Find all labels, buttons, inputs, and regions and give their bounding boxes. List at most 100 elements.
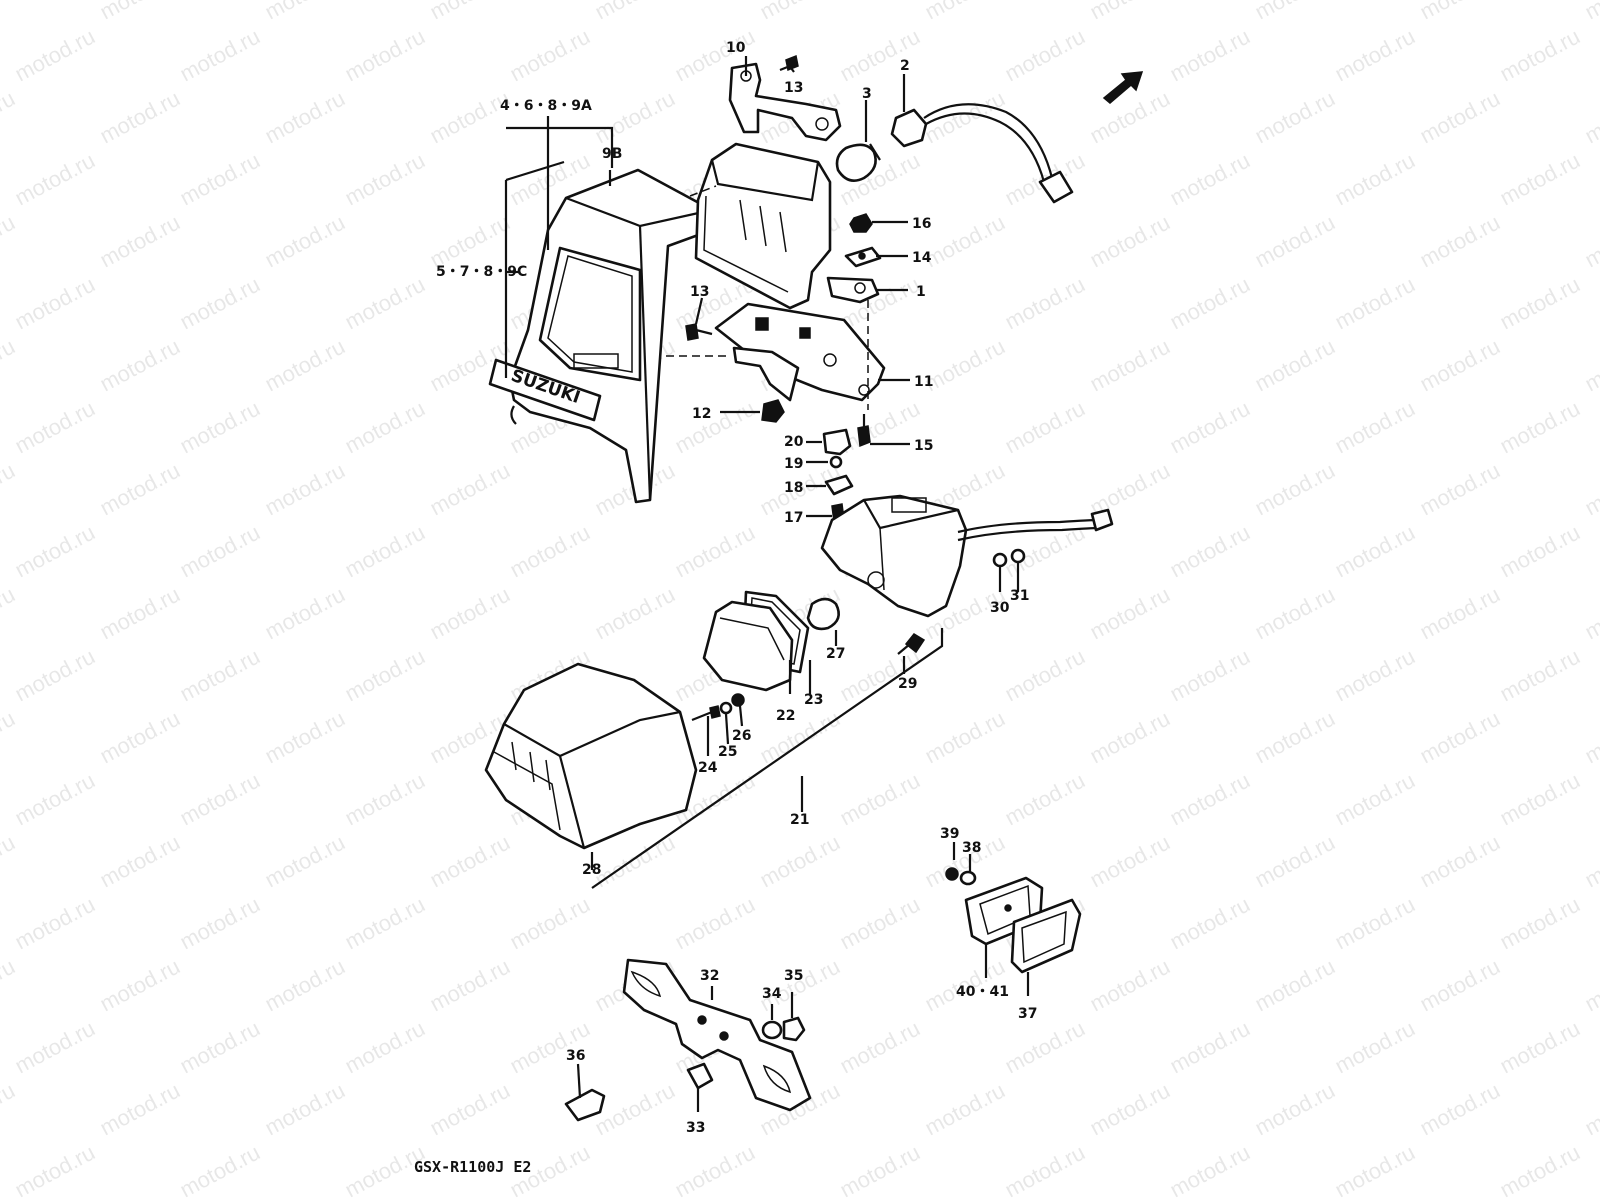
watermark-text: motod.ru <box>0 0 19 24</box>
watermark-text: motod.ru <box>11 396 99 459</box>
model-code: GSX-R1100J E2 <box>414 1158 531 1176</box>
watermark-text: motod.ru <box>1166 148 1254 211</box>
bolt-36 <box>564 1088 606 1122</box>
tail-cowl <box>508 168 714 504</box>
watermark-text: motod.ru <box>836 1016 924 1079</box>
callout-33: 33 <box>686 1120 705 1136</box>
watermark-text: motod.ru <box>591 86 679 149</box>
watermark-text: motod.ru <box>1001 272 1089 335</box>
watermark-text: motod.ru <box>176 892 264 955</box>
watermark-text: motod.ru <box>1581 458 1600 521</box>
callout-20: 20 <box>784 434 804 450</box>
nut-16 <box>849 213 873 233</box>
watermark-text: motod.ru <box>591 0 679 24</box>
watermark-text: motod.ru <box>1166 24 1254 87</box>
watermark-text: motod.ru <box>1086 706 1174 769</box>
callout-14: 14 <box>912 250 932 266</box>
watermark-text: motod.ru <box>0 334 19 397</box>
bulb-27 <box>806 597 840 631</box>
watermark-text: motod.ru <box>341 644 429 707</box>
watermark-text: motod.ru <box>1086 210 1174 273</box>
watermark-text: motod.ru <box>426 830 514 893</box>
screw-13-top <box>779 54 799 72</box>
watermark-text: motod.ru <box>96 458 184 521</box>
watermark-text: motod.ru <box>1416 830 1504 893</box>
watermark-text: motod.ru <box>1331 148 1419 211</box>
watermark-text: motod.ru <box>176 396 264 459</box>
watermark-text: motod.ru <box>1496 768 1584 831</box>
watermark-text: motod.ru <box>1001 396 1089 459</box>
bracket-1 <box>826 276 880 304</box>
callout-31: 31 <box>1010 588 1029 604</box>
watermark-text: motod.ru <box>1166 1140 1254 1200</box>
watermark-text: motod.ru <box>1166 892 1254 955</box>
screw-29 <box>897 633 926 655</box>
callout-2: 2 <box>900 58 910 74</box>
callout-1: 1 <box>916 284 926 300</box>
grommet-20 <box>822 428 852 456</box>
nut-35 <box>782 1016 806 1042</box>
watermark-text: motod.ru <box>1331 768 1419 831</box>
watermark-text: motod.ru <box>176 644 264 707</box>
watermark-text: motod.ru <box>261 582 349 645</box>
watermark-text: motod.ru <box>261 210 349 273</box>
watermark-text: motod.ru <box>1496 892 1584 955</box>
watermark-text: motod.ru <box>341 396 429 459</box>
watermark-text: motod.ru <box>341 520 429 583</box>
watermark-text: motod.ru <box>1496 272 1584 335</box>
watermark-text: motod.ru <box>921 210 1009 273</box>
watermark-text: motod.ru <box>671 520 759 583</box>
watermark-text: motod.ru <box>0 210 19 273</box>
watermark-text: motod.ru <box>1166 520 1254 583</box>
watermark-text: motod.ru <box>1496 396 1584 459</box>
watermark-text: motod.ru <box>1581 954 1600 1017</box>
watermark-text: motod.ru <box>1086 1078 1174 1141</box>
callout-23: 23 <box>804 692 823 708</box>
watermark-text: motod.ru <box>506 520 594 583</box>
watermark-text: motod.ru <box>1331 24 1419 87</box>
watermark-text: motod.ru <box>1581 210 1600 273</box>
watermark-text: motod.ru <box>1331 644 1419 707</box>
callout-3: 3 <box>862 86 872 102</box>
direction-arrow-icon <box>1102 71 1144 104</box>
watermark-text: motod.ru <box>0 830 19 893</box>
watermark-text: motod.ru <box>11 892 99 955</box>
watermark-text: motod.ru <box>11 148 99 211</box>
callout-10: 10 <box>726 40 746 56</box>
watermark-text: motod.ru <box>261 0 349 24</box>
watermark-text: motod.ru <box>96 706 184 769</box>
watermark-text: motod.ru <box>0 582 19 645</box>
watermark-text: motod.ru <box>426 954 514 1017</box>
watermark-text: motod.ru <box>1581 830 1600 893</box>
callout-37: 37 <box>1018 1006 1037 1022</box>
watermark-text: motod.ru <box>341 148 429 211</box>
bracket-32 <box>622 958 812 1112</box>
watermark-text: motod.ru <box>921 86 1009 149</box>
callout-13a: 13 <box>784 80 803 96</box>
lens-37 <box>1010 898 1082 974</box>
watermark-text: motod.ru <box>1001 24 1089 87</box>
watermark-text: motod.ru <box>1086 830 1174 893</box>
watermark-text: motod.ru <box>1166 644 1254 707</box>
watermark-text: motod.ru <box>341 24 429 87</box>
screw-24 <box>691 705 721 722</box>
watermark-text: motod.ru <box>96 1078 184 1141</box>
watermark-text: motod.ru <box>96 0 184 24</box>
watermark-text: motod.ru <box>96 210 184 273</box>
watermark-text: motod.ru <box>1251 86 1339 149</box>
plate-11 <box>714 302 886 402</box>
watermark-text: motod.ru <box>1251 582 1339 645</box>
watermark-text: motod.ru <box>0 86 19 149</box>
bolt-33 <box>686 1062 714 1090</box>
watermark-text: motod.ru <box>1251 706 1339 769</box>
leader-lines <box>504 56 1030 1112</box>
washer-25 <box>719 701 733 715</box>
callout-9B: 9B <box>602 146 622 162</box>
watermark-text: motod.ru <box>11 1140 99 1200</box>
watermark-text: motod.ru <box>176 1140 264 1200</box>
callout-5789C: 5・7・8・9C <box>436 264 527 280</box>
callout-15: 15 <box>914 438 933 454</box>
watermark-text: motod.ru <box>96 334 184 397</box>
watermark-text: motod.ru <box>1496 148 1584 211</box>
